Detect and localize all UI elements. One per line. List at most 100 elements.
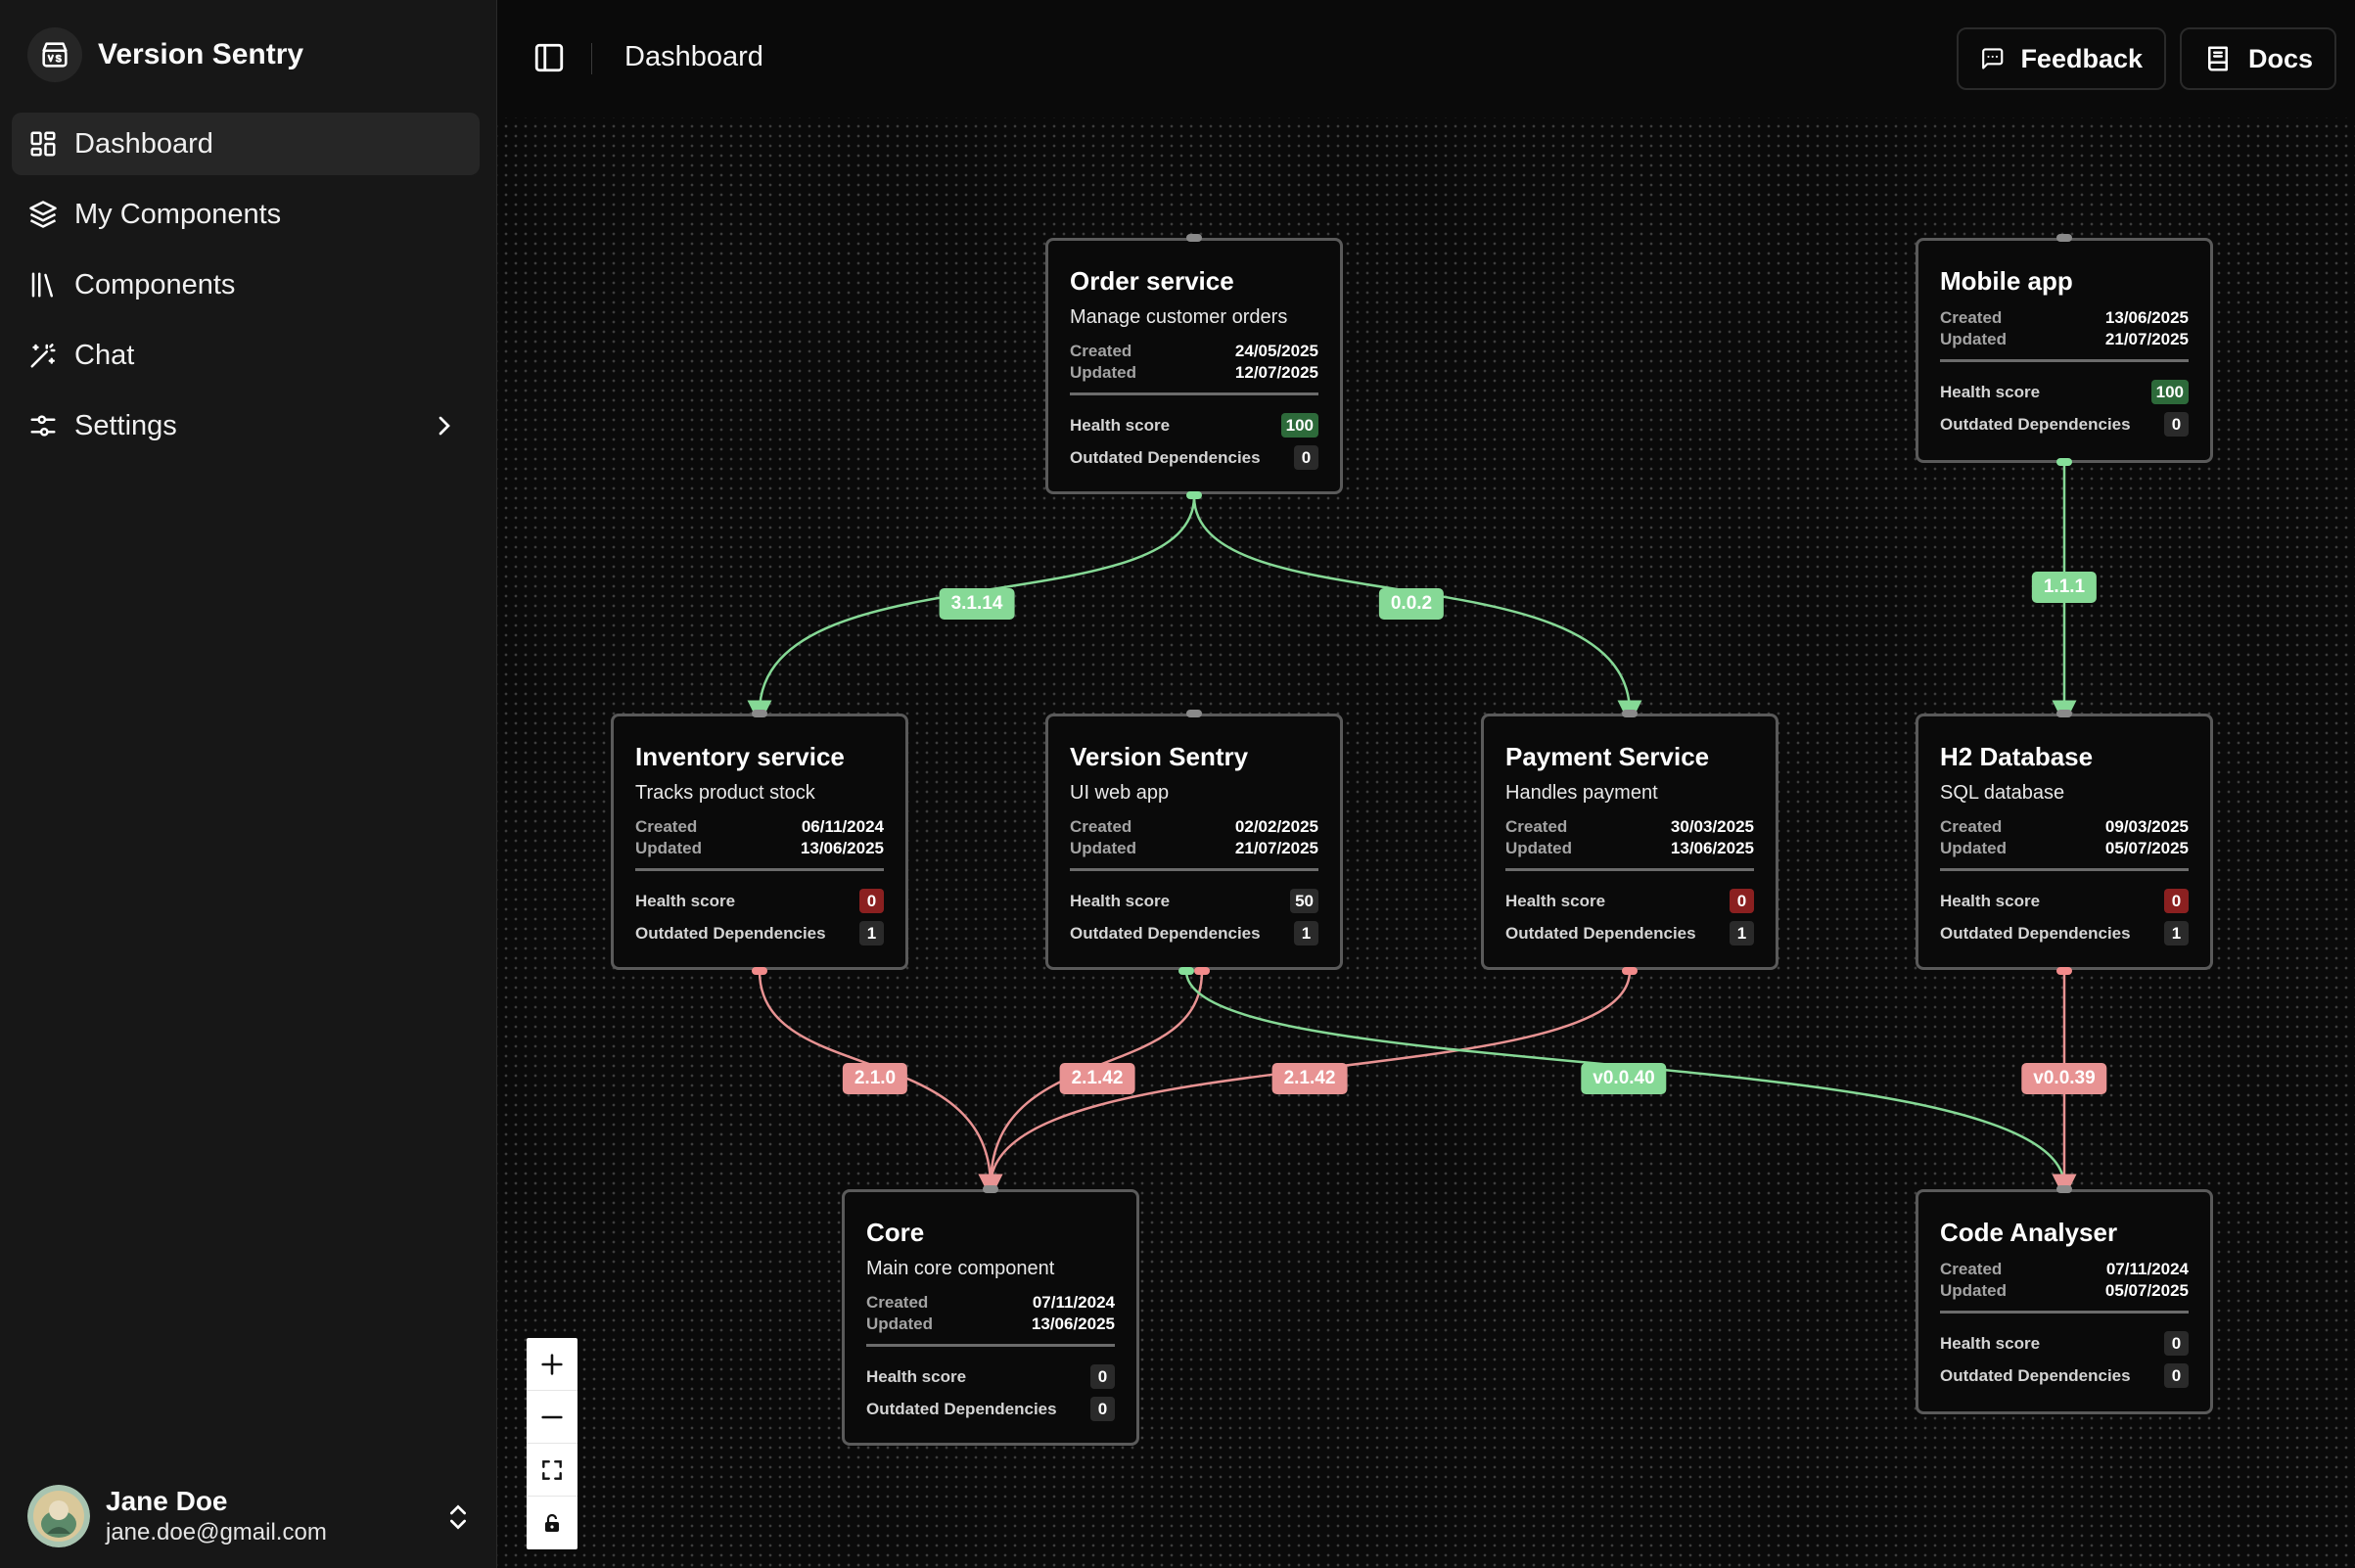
created-date: 02/02/2025 <box>1234 817 1318 836</box>
docs-label: Docs <box>2247 43 2313 73</box>
created-date: 13/06/2025 <box>2104 308 2189 327</box>
updated-label: Updated <box>866 1314 933 1333</box>
created-date: 06/11/2024 <box>801 817 884 836</box>
brand[interactable]: Version Sentry <box>27 27 303 82</box>
docs-button[interactable]: Docs <box>2180 27 2336 90</box>
node-handle-top[interactable] <box>2056 1185 2072 1193</box>
feedback-button[interactable]: Feedback <box>1957 27 2166 90</box>
node-handle-bottom[interactable] <box>2056 967 2072 975</box>
node-title: Core <box>866 1218 925 1247</box>
sidebar-item-chat[interactable]: Chat <box>12 324 480 387</box>
updated-date: 05/07/2025 <box>2104 839 2189 857</box>
zoom-in-button[interactable] <box>527 1338 577 1391</box>
outdated-count-badge: 1 <box>1294 921 1318 945</box>
node-handle-top[interactable] <box>752 710 767 717</box>
sidebar-item-my-components[interactable]: My Components <box>12 183 480 246</box>
sidebar-item-settings[interactable]: Settings <box>12 394 480 457</box>
node-handle-bottom[interactable] <box>752 967 767 975</box>
outdated-label: Outdated Dependencies <box>1070 923 1261 943</box>
updated-date: 05/07/2025 <box>2104 1281 2189 1300</box>
node-handle-top[interactable] <box>983 1185 998 1193</box>
user-menu[interactable]: Jane Doe jane.doe@gmail.com <box>27 1482 474 1550</box>
created-label: Created <box>1070 342 1132 360</box>
edge-version-label[interactable]: 3.1.14 <box>939 588 1015 620</box>
divider <box>1940 868 2189 871</box>
node-handle-bottom[interactable] <box>2056 458 2072 466</box>
health-score-badge: 50 <box>1290 889 1318 913</box>
edge-version-label[interactable]: v0.0.40 <box>1581 1063 1667 1094</box>
node-title: Payment Service <box>1505 742 1710 771</box>
node-handle-bottom[interactable] <box>1186 491 1202 499</box>
health-score-badge: 0 <box>1090 1364 1115 1389</box>
divider <box>866 1344 1115 1347</box>
created-label: Created <box>1505 817 1568 836</box>
health-label: Health score <box>866 1366 967 1386</box>
outdated-label: Outdated Dependencies <box>635 923 826 943</box>
magic-wand-icon <box>27 340 59 371</box>
feedback-label: Feedback <box>2020 43 2143 73</box>
edge-version-label[interactable]: 0.0.2 <box>1378 588 1445 620</box>
node-handle-top[interactable] <box>1186 710 1202 717</box>
node-inventory-service[interactable]: Inventory service Tracks product stock C… <box>611 714 908 970</box>
divider <box>1940 359 2189 362</box>
minus-icon <box>541 1415 563 1418</box>
divider <box>1505 868 1754 871</box>
created-date: 30/03/2025 <box>1670 817 1754 836</box>
outdated-count-badge: 1 <box>859 921 884 945</box>
node-handle-top[interactable] <box>2056 234 2072 242</box>
edge-version-label[interactable]: 2.1.42 <box>1059 1063 1135 1094</box>
node-order-service[interactable]: Order service Manage customer orders Cre… <box>1045 238 1343 494</box>
outdated-label: Outdated Dependencies <box>1070 447 1261 467</box>
health-score-badge: 0 <box>859 889 884 913</box>
sidebar-item-label: Chat <box>74 339 135 371</box>
edge-version-label[interactable]: v0.0.39 <box>2021 1063 2107 1094</box>
node-handle-top[interactable] <box>1186 234 1202 242</box>
updated-date: 13/06/2025 <box>1670 839 1754 857</box>
settings-sliders-icon <box>27 410 59 441</box>
zoom-out-button[interactable] <box>527 1391 577 1444</box>
node-handle-top[interactable] <box>2056 710 2072 717</box>
chevrons-up-down-icon[interactable] <box>442 1499 474 1535</box>
health-score-badge: 0 <box>1730 889 1754 913</box>
edge-version-label[interactable]: 2.1.42 <box>1271 1063 1348 1094</box>
vs-logo-icon <box>27 27 82 82</box>
updated-date: 21/07/2025 <box>2104 330 2189 348</box>
node-title: Order service <box>1070 266 1234 296</box>
created-date: 24/05/2025 <box>1234 342 1318 360</box>
node-title: Inventory service <box>635 742 845 771</box>
divider <box>1070 868 1318 871</box>
edge-version-label[interactable]: 1.1.1 <box>2031 572 2098 603</box>
created-date: 07/11/2024 <box>2105 1260 2189 1278</box>
node-handle-bottom[interactable] <box>1194 967 1210 975</box>
node-handle-top[interactable] <box>1622 710 1638 717</box>
node-handle-bottom[interactable] <box>1622 967 1638 975</box>
health-label: Health score <box>1070 415 1171 435</box>
page-title: Dashboard <box>624 41 763 72</box>
node-description: Manage customer orders <box>1070 306 1288 328</box>
sidebar-item-label: Settings <box>74 409 177 441</box>
divider <box>635 868 884 871</box>
edge-version-label[interactable]: 2.1.0 <box>842 1063 908 1094</box>
created-label: Created <box>1070 817 1132 836</box>
updated-date: 13/06/2025 <box>800 839 884 857</box>
sidebar-toggle-icon[interactable] <box>532 41 566 74</box>
lock-button[interactable] <box>527 1497 577 1549</box>
sidebar-nav: Dashboard My Components Components Chat … <box>12 113 480 465</box>
sidebar-item-components[interactable]: Components <box>12 254 480 316</box>
sidebar-item-dashboard[interactable]: Dashboard <box>12 113 480 175</box>
health-label: Health score <box>1505 891 1606 910</box>
node-handle-bottom[interactable] <box>1178 967 1194 975</box>
health-score-badge: 0 <box>2164 1331 2189 1356</box>
updated-label: Updated <box>1940 1281 2007 1300</box>
sidebar-item-label: Dashboard <box>74 127 213 160</box>
sidebar-item-label: My Components <box>74 198 282 230</box>
header: Dashboard Feedback Docs <box>497 0 2355 117</box>
fit-view-button[interactable] <box>527 1444 577 1497</box>
outdated-count-badge: 0 <box>2164 412 2189 437</box>
